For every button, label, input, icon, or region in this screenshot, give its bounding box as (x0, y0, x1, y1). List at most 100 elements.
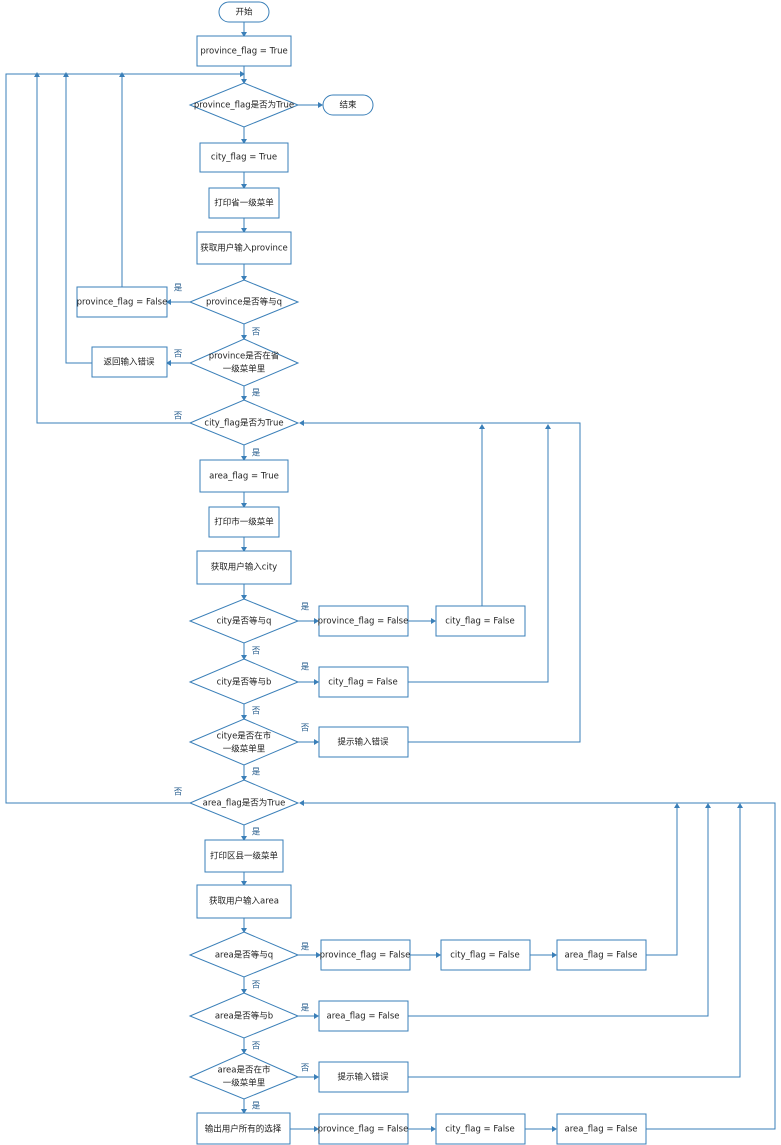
process-box-label: 返回输入错误 (103, 357, 155, 368)
arrowhead (241, 184, 247, 189)
decision-label: 一级菜单里 (223, 364, 266, 375)
start-node-label: 开始 (235, 7, 253, 18)
process-box-label: city_flag = False (445, 617, 514, 627)
arrowhead (314, 739, 319, 745)
arrowhead (241, 881, 247, 886)
branch-label-yes: 是 (301, 663, 310, 673)
end-node: 结束 (322, 94, 374, 116)
arrowhead (119, 72, 125, 77)
branch-label-yes: 是 (252, 1102, 261, 1112)
process-box-label: 输出用户所有的选择 (205, 1124, 282, 1135)
arrowhead (737, 803, 743, 808)
branch-label-yes: 是 (301, 603, 310, 613)
arrowhead (314, 1126, 319, 1132)
arrowhead (314, 679, 319, 685)
process-box-label: area_flag = True (209, 472, 279, 482)
process-box: province_flag = False (318, 1113, 409, 1145)
process-box: province_flag = True (196, 35, 292, 67)
process-box-label: city_flag = False (445, 1125, 514, 1135)
nodes: 开始 结束 province_flag = True province_flag… (76, 1, 647, 1145)
process-box-label: city_flag = False (328, 678, 397, 688)
arrowhead (241, 547, 247, 552)
arrowhead (545, 424, 551, 429)
process-box-label: province_flag = False (320, 951, 411, 961)
arrowhead (241, 335, 247, 340)
branch-label-yes: 是 (301, 1004, 310, 1014)
process-box-label: area_flag = False (564, 1125, 637, 1135)
arrowhead (63, 72, 69, 77)
arrowhead (166, 299, 171, 305)
process-box-label: 获取用户输入area (209, 896, 279, 907)
arrowhead (299, 800, 304, 806)
arrowhead (241, 928, 247, 933)
branch-label-yes: 是 (252, 828, 261, 838)
process-box: 返回输入错误 (91, 346, 168, 378)
decision-label: 一级菜单里 (223, 1078, 266, 1089)
branch-label-no: 否 (174, 350, 183, 360)
connector (302, 422, 581, 743)
arrowhead (552, 1126, 557, 1132)
end-node-label: 结束 (339, 100, 357, 111)
branch-label-no: 否 (252, 647, 261, 657)
decision-diamond: area_flag是否为True (188, 779, 300, 826)
process-box-label: 打印市一级菜单 (214, 517, 274, 528)
decision-label: area_flag是否为True (203, 798, 286, 809)
connector (408, 428, 549, 683)
process-box-label: city_flag = True (211, 153, 277, 163)
decision-label: province_flag是否为True (194, 100, 294, 111)
decision-diamond: citye是否在市 一级菜单里 (188, 718, 300, 766)
process-box: city_flag = False (318, 666, 409, 698)
arrowhead (241, 1049, 247, 1054)
branch-labels: 是 否 否 是 否 是 是 否 是 否 否 是 否 是 是 否 是 否 否 是 (174, 284, 310, 1112)
process-box-label: province_flag = False (318, 1125, 409, 1135)
decision-diamond: province是否等与q (188, 279, 300, 325)
process-box: city_flag = False (435, 605, 526, 637)
process-box: province_flag = False (76, 286, 168, 318)
arrowhead (436, 952, 441, 958)
process-box: province_flag = False (318, 605, 409, 637)
decision-label: province是否等与q (206, 297, 282, 308)
process-box-label: province_flag = False (318, 617, 409, 627)
arrowhead (241, 776, 247, 781)
connector (65, 76, 92, 364)
process-box: 获取用户输入province (196, 231, 292, 265)
process-box-label: 获取用户输入province (200, 243, 288, 254)
decision-diamond: area是否等与q (188, 931, 300, 978)
process-box-label: 提示输入错误 (337, 1072, 389, 1083)
branch-label-yes: 是 (252, 768, 261, 778)
arrowhead (431, 618, 436, 624)
branch-label-yes: 是 (252, 449, 261, 459)
decision-label: area是否在市 (218, 1065, 271, 1076)
decision-diamond: province是否在省 一级菜单里 (188, 338, 300, 387)
connector (408, 807, 741, 1078)
process-box-label: 获取用户输入city (211, 562, 277, 573)
arrowhead (705, 803, 711, 808)
start-node: 开始 (218, 1, 270, 23)
decision-label: city_flag是否为True (204, 418, 283, 429)
arrowhead (241, 139, 247, 144)
branch-label-yes: 是 (301, 943, 310, 953)
branch-label-no: 否 (301, 724, 310, 734)
arrowhead (431, 1126, 436, 1132)
process-box: area_flag = True (199, 459, 289, 493)
arrowhead (241, 32, 247, 37)
process-box-label: area_flag = False (564, 951, 637, 961)
arrowhead (316, 952, 321, 958)
process-box-label: 提示输入错误 (337, 737, 389, 748)
arrowhead (241, 836, 247, 841)
process-box: 提示输入错误 (318, 1061, 409, 1093)
decision-diamond: city是否等与q (188, 598, 300, 644)
branch-label-no: 否 (252, 981, 261, 991)
arrowhead (314, 618, 319, 624)
connector (5, 73, 244, 804)
connectors (5, 22, 776, 1130)
decision-label: area是否等与q (215, 950, 273, 961)
decision-diamond: city是否等与b (188, 658, 300, 705)
branch-label-no: 否 (301, 1064, 310, 1074)
arrowhead (241, 1109, 247, 1114)
connector (36, 76, 190, 424)
process-box: 获取用户输入area (196, 884, 292, 919)
arrowhead (241, 715, 247, 720)
branch-label-no: 否 (252, 1042, 261, 1052)
process-box-label: 打印区县一级菜单 (210, 851, 279, 862)
